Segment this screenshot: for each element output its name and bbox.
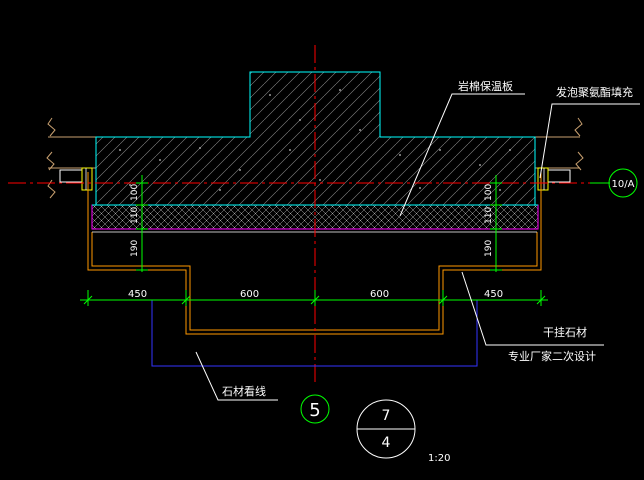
horizontal-dimension-chain [80,290,548,306]
scale-label: 1:20 [428,453,450,464]
detail-index-bottom: 4 [382,435,391,451]
axis-bubble-bottom-label: 5 [309,400,320,421]
label-rock-wool-board: 岩棉保温板 [458,79,513,93]
axis-bubble-right-label: 10/A [612,179,635,190]
axis-bubble-bottom [300,394,330,424]
dim-mid-600-left: 600 [240,289,259,300]
dim-right-100: 100 [484,184,494,201]
label-vendor-design: 专业厂家二次设计 [508,349,596,363]
detail-index-top: 7 [382,408,391,424]
right-vertical-dimensions [490,175,502,272]
dim-right-190: 190 [484,240,494,257]
dim-left-190: 190 [130,240,140,257]
leader-stone-line [195,351,278,401]
dim-right-110: 110 [484,207,494,224]
dim-right-450: 450 [484,289,503,300]
dim-mid-600-right: 600 [370,289,389,300]
label-dry-hang-stone: 干挂石材 [543,325,587,339]
concrete-aggregate-dots [119,89,511,191]
right-window-frame [537,167,571,191]
leader-rock-wool [399,93,525,217]
label-stone-line: 石材看线 [222,384,266,398]
left-vertical-dimensions [136,175,148,272]
axis-bubble-right [608,168,638,198]
left-window-frame [59,167,93,191]
dim-left-450: 450 [128,289,147,300]
label-pu-foam-fill: 发泡聚氨酯填充 [556,85,633,99]
dim-left-100: 100 [130,184,140,201]
dim-left-110: 110 [130,207,140,224]
leader-dry-hang-stone [461,271,604,346]
stone-sightline [151,300,478,367]
leader-pu-foam [539,103,640,179]
stone-cladding-outline [87,172,542,335]
